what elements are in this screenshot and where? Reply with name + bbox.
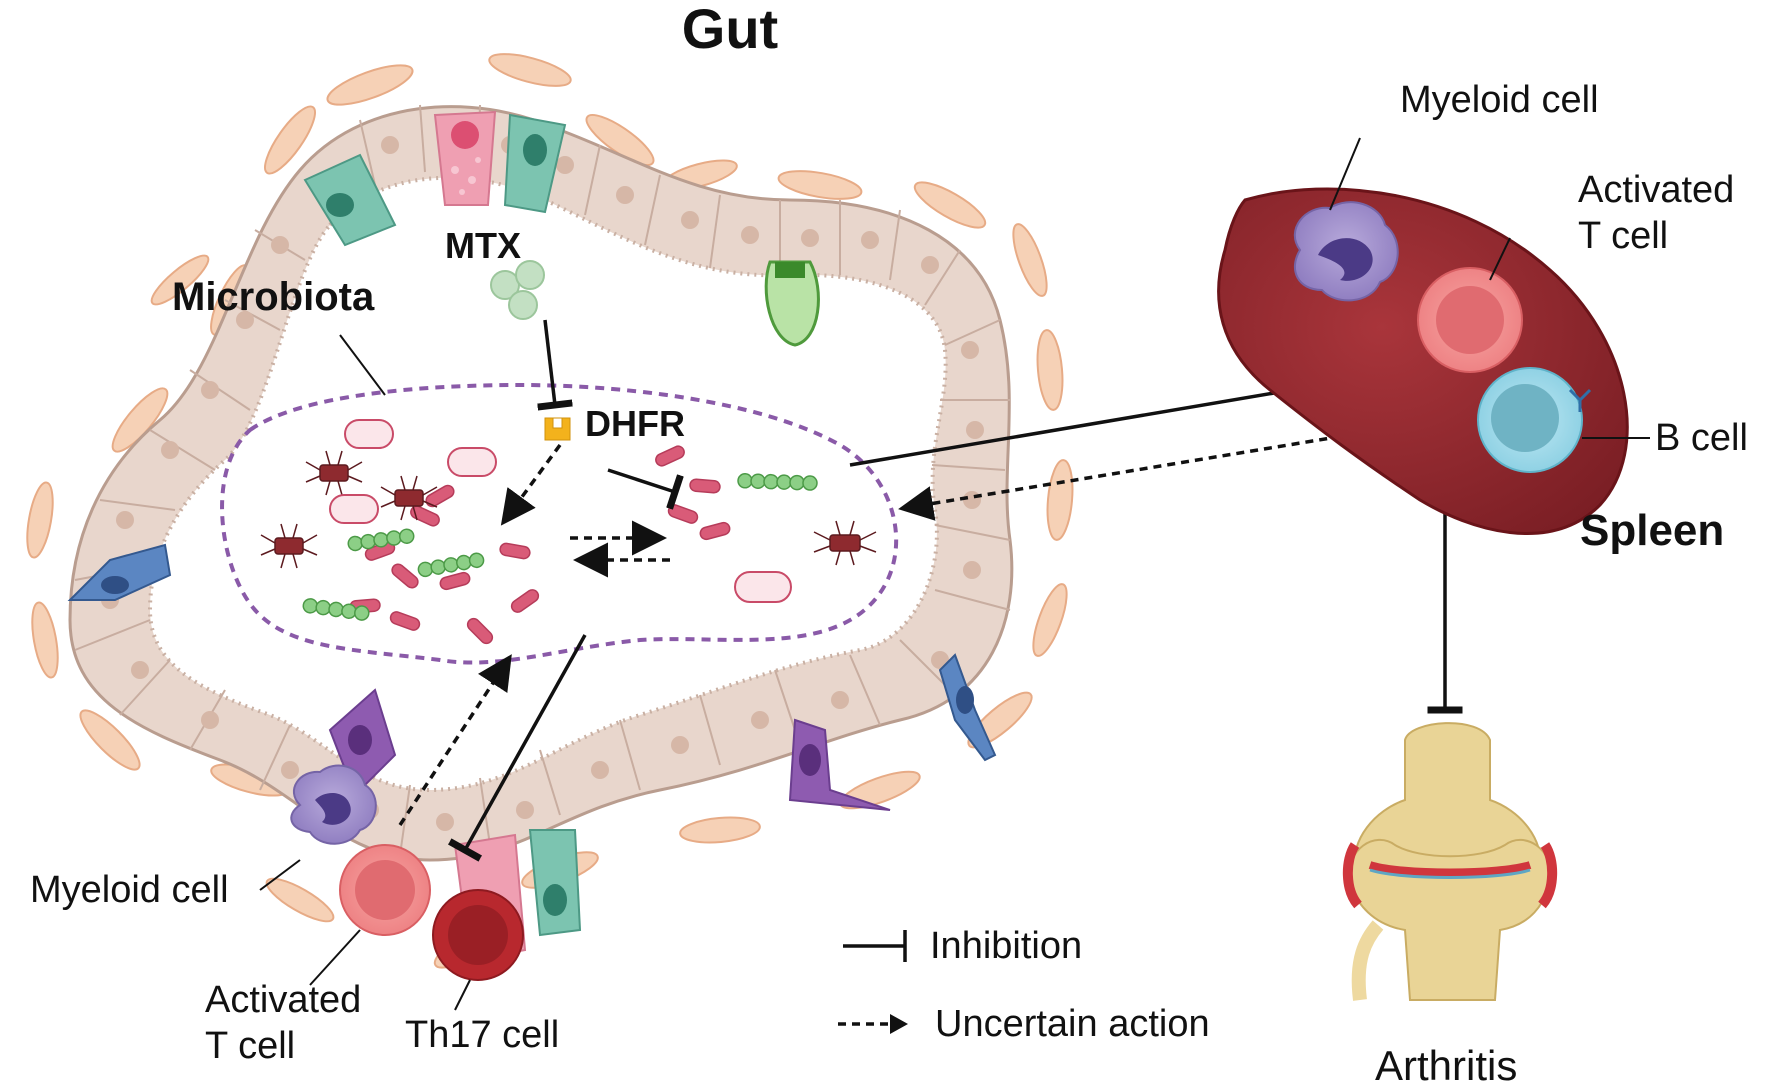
spleen-activated-t-label-1: Activated (1578, 169, 1734, 211)
spleen-myeloid-cell (1293, 201, 1399, 302)
arthritis-label: Arthritis (1375, 1042, 1517, 1086)
spleen-myeloid-label: Myeloid cell (1400, 79, 1599, 121)
arthritic-joint (1342, 722, 1558, 1001)
legend-uncertain-label: Uncertain action (935, 1003, 1210, 1045)
microbiota-label: Microbiota (172, 275, 375, 319)
microbiota-inhibits-th17-arrow (448, 634, 587, 862)
tuft-cell-right (938, 653, 997, 762)
legend-inhibition-label: Inhibition (930, 925, 1082, 967)
spleen-b-cell-label: B cell (1655, 417, 1748, 459)
enteroendocrine-cell-top-left (303, 153, 397, 247)
immune-to-microbiota-arrow (398, 654, 512, 826)
mtx-tablets (490, 260, 545, 320)
paneth-cell-right (788, 718, 891, 811)
arrows (398, 319, 1463, 862)
spleen-organ (1217, 187, 1629, 535)
mtx-label: MTX (445, 225, 521, 266)
dhfr-inhibits-bacteria-arrow (607, 468, 684, 510)
gut-activated-t-label-1: Activated (205, 979, 361, 1021)
spleen-b-cell (1477, 367, 1592, 473)
gut-activated-t-label-2: T cell (205, 1025, 295, 1067)
gut-th17-cell (432, 889, 524, 981)
bacteria-rods (349, 445, 731, 645)
gut-title: Gut (682, 0, 778, 60)
gut-lumen (147, 175, 948, 793)
leader-lines (259, 137, 1650, 1011)
gut-myeloid-cell (290, 764, 377, 845)
microbiota-boundary (220, 382, 899, 665)
dhfr-to-microbiota-arrow (500, 443, 562, 526)
spleen-activated-t-cell (1417, 267, 1523, 373)
mtx-inhibits-dhfr-arrow (537, 319, 573, 411)
enteroendocrine-cell-top-right (503, 113, 567, 214)
spleen-title: Spleen (1580, 506, 1724, 555)
bacteria-chains (302, 473, 818, 621)
goblet-cell-green (764, 260, 820, 347)
bacteria-pili (260, 450, 877, 569)
goblet-cell-top (433, 110, 497, 206)
bacteria-capsules (329, 419, 792, 603)
gut-myeloid-label: Myeloid cell (30, 869, 229, 911)
dhfr-label: DHFR (585, 403, 685, 444)
spleen-activated-t-label-2: T cell (1578, 215, 1668, 257)
legend (838, 930, 908, 1034)
gut-activated-t-cell (339, 844, 431, 936)
tuft-cell-left (67, 543, 172, 601)
gut-th17-label: Th17 cell (405, 1014, 559, 1056)
dhfr-enzyme-icon (544, 417, 571, 441)
spleen-to-microbiota-arrow (898, 423, 1411, 521)
